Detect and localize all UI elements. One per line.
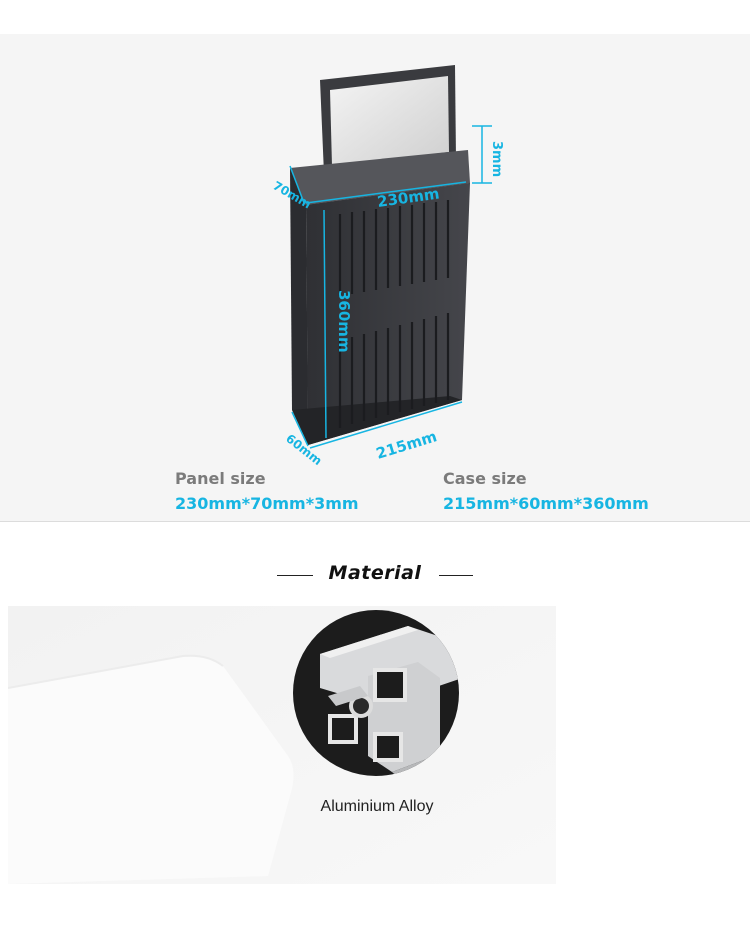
case-size-value: 215mm*60mm*360mm — [443, 494, 649, 513]
panel-size-value: 230mm*70mm*3mm — [175, 494, 359, 513]
material-heading-row: Material — [0, 562, 750, 590]
desk-background-image — [8, 606, 556, 884]
dim-3mm: 3mm — [489, 141, 504, 177]
case-side — [290, 168, 308, 420]
heading-rule-left — [277, 575, 313, 576]
monitor-screen — [320, 65, 458, 184]
heading-rule-right — [439, 575, 473, 576]
panel-size-block: Panel size 230mm*70mm*3mm — [175, 469, 359, 513]
vent-slots — [338, 200, 450, 428]
aluminium-profile-image — [293, 610, 459, 776]
dim-215mm: 215mm — [374, 427, 439, 463]
case-top — [290, 150, 470, 205]
section-divider — [0, 521, 750, 522]
material-heading: Material — [328, 562, 422, 584]
panel-size-label: Panel size — [175, 469, 266, 488]
case-size-block: Case size 215mm*60mm*360mm — [443, 469, 649, 513]
material-name: Aluminium Alloy — [320, 798, 434, 815]
dimension-lines — [289, 125, 492, 449]
case-size-label: Case size — [443, 469, 527, 488]
dim-360mm: 360mm — [335, 290, 353, 353]
lift-monitor-illustration: 230mm 70mm 3mm 360mm 215mm 60mm — [271, 65, 504, 468]
case-front — [306, 183, 470, 445]
